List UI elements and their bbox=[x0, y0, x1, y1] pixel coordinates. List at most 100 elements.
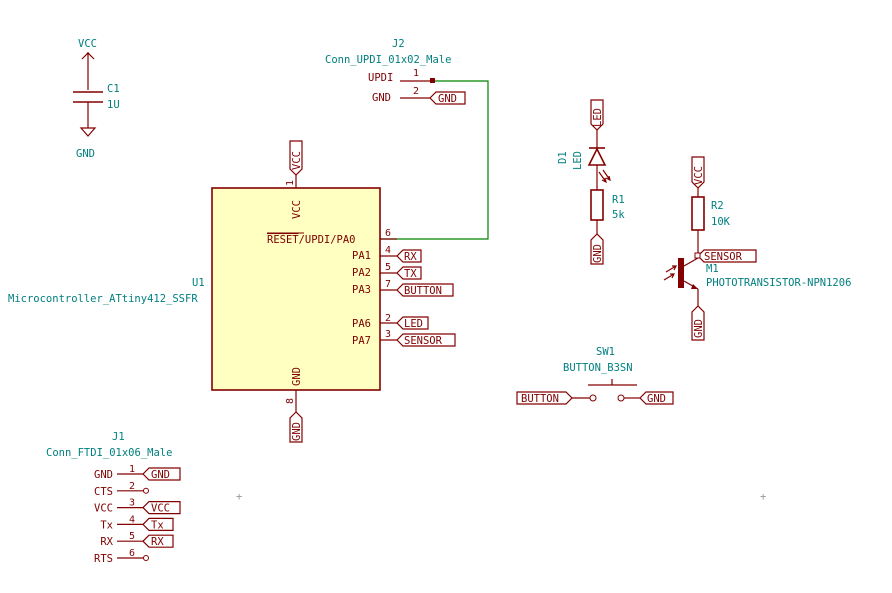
phototransistor-m1: SENSOR M1 PHOTOTRANSISTOR-NPN1206 GND bbox=[663, 249, 851, 341]
m1-base-bar bbox=[678, 258, 684, 288]
u1-pa3-name: PA3 bbox=[352, 284, 371, 296]
j2-value: Conn_UPDI_01x02_Male bbox=[325, 54, 451, 66]
sw1-button-label-flag bbox=[516, 391, 573, 405]
j1-label-flag bbox=[142, 517, 174, 531]
j1-pin-number: 6 bbox=[129, 548, 135, 559]
j2-pin-gnd-name: GND bbox=[372, 92, 391, 104]
vcc-arrow-icon bbox=[81, 52, 95, 90]
u1-pa1-name: PA1 bbox=[352, 250, 371, 262]
resistor-r1: R1 5k GND bbox=[590, 189, 625, 265]
sw1-button-label: BUTTON bbox=[521, 393, 559, 405]
u1-vcc-label-flag bbox=[289, 140, 303, 176]
u1-led-label: LED bbox=[404, 318, 423, 330]
d1-led-label: LED bbox=[592, 108, 604, 127]
j1-value: Conn_FTDI_01x06_Male bbox=[46, 447, 172, 459]
j2-pin2-number: 2 bbox=[413, 86, 419, 97]
gnd-triangle-icon bbox=[79, 127, 97, 137]
u1-gnd-pin-number: 8 bbox=[285, 398, 296, 404]
d1-emission-arrows-icon bbox=[598, 169, 611, 184]
u1-pa3-number: 7 bbox=[385, 279, 391, 290]
j1-pin-number: 1 bbox=[129, 464, 135, 475]
r1-body bbox=[590, 189, 604, 221]
r2-reference: R2 bbox=[711, 200, 724, 212]
j1-pin-number: 4 bbox=[129, 514, 135, 525]
u1-reset-pin-number: 6 bbox=[385, 228, 391, 239]
d1-value: LED bbox=[572, 151, 584, 170]
j1-pin-number: 3 bbox=[129, 498, 135, 509]
j1-label-flag bbox=[142, 534, 174, 548]
sw1-gnd-label-flag bbox=[639, 391, 674, 405]
r2-vcc-label-flag bbox=[691, 156, 705, 189]
j1-net-label: GND bbox=[151, 469, 170, 481]
j1-net-label: VCC bbox=[151, 503, 170, 515]
u1-gnd-label-flag bbox=[289, 411, 303, 443]
led-d1: LED D1 LED bbox=[557, 99, 611, 190]
sw1-value: BUTTON_B3SN bbox=[563, 362, 633, 374]
m1-sensor-label: SENSOR bbox=[704, 251, 743, 263]
c1-reference: C1 bbox=[107, 83, 120, 95]
u1-sensor-label-flag bbox=[396, 333, 456, 347]
c1-gnd-power-label: GND bbox=[76, 148, 95, 160]
u1-body bbox=[211, 187, 381, 391]
j1-pin-name: VCC bbox=[94, 503, 113, 515]
j2-pin1-number: 1 bbox=[413, 68, 419, 79]
m1-reference: M1 bbox=[706, 263, 719, 275]
j2-gnd-label-flag bbox=[429, 91, 466, 105]
j2-gnd-label: GND bbox=[438, 93, 457, 105]
j1-pin-number: 2 bbox=[129, 481, 135, 492]
r1-gnd-label: GND bbox=[592, 244, 604, 263]
r1-gnd-label-flag bbox=[590, 233, 604, 265]
r1-reference: R1 bbox=[612, 194, 625, 206]
u1-pa7-number: 3 bbox=[385, 329, 391, 340]
j1-net-label: Tx bbox=[151, 519, 164, 531]
u1-button-label-flag bbox=[396, 283, 454, 297]
m1-gnd-label-flag bbox=[691, 305, 705, 341]
c1-value: 1U bbox=[107, 99, 120, 111]
j1-reference: J1 bbox=[112, 431, 125, 443]
r2-vcc-label: VCC bbox=[693, 166, 705, 185]
d1-reference: D1 bbox=[557, 151, 569, 164]
u1-tx-label-flag bbox=[396, 266, 422, 280]
d1-led-label-flag bbox=[590, 99, 604, 131]
u1-pa2-name: PA2 bbox=[352, 267, 371, 279]
m1-value: PHOTOTRANSISTOR-NPN1206 bbox=[706, 277, 851, 289]
u1-value: Microcontroller_ATtiny412_SSFR bbox=[8, 293, 198, 305]
microcontroller-u1: U1 Microcontroller_ATtiny412_SSFR VCC 1 … bbox=[8, 140, 456, 443]
j2-pin1-mark bbox=[430, 78, 435, 83]
r1-value: 5k bbox=[612, 209, 625, 221]
u1-sensor-label: SENSOR bbox=[404, 335, 443, 347]
updi-wire bbox=[380, 80, 489, 240]
u1-led-label-flag bbox=[396, 316, 429, 330]
capacitor-c1: VCC C1 1U GND bbox=[73, 38, 120, 160]
u1-vcc-label: VCC bbox=[291, 151, 303, 170]
u1-rx-label: RX bbox=[404, 251, 417, 263]
u1-tx-label: TX bbox=[404, 268, 417, 280]
u1-button-label: BUTTON bbox=[404, 285, 442, 297]
u1-pa7-name: PA7 bbox=[352, 335, 371, 347]
u1-pa2-number: 5 bbox=[385, 262, 391, 273]
j1-label-flag bbox=[142, 467, 181, 481]
u1-vcc-pin-number: 1 bbox=[285, 180, 296, 186]
resistor-r2: VCC R2 10K bbox=[691, 156, 731, 253]
u1-reset-pin-name: RESET/UPDI/PA0 bbox=[267, 234, 356, 246]
j2-reference: J2 bbox=[392, 38, 405, 50]
r2-value: 10K bbox=[711, 216, 731, 228]
j1-pin-name: GND bbox=[94, 469, 113, 481]
c1-vcc-power-label: VCC bbox=[78, 38, 97, 50]
u1-reference: U1 bbox=[192, 277, 205, 289]
j2-pin-updi-name: UPDI bbox=[368, 72, 393, 84]
j1-pin-name: RX bbox=[100, 536, 113, 548]
u1-gnd-pin-name: GND bbox=[291, 367, 303, 386]
connector-j2: J2 Conn_UPDI_01x02_Male UPDI 1 GND 2 GND bbox=[325, 38, 466, 105]
u1-pa1-number: 4 bbox=[385, 245, 391, 256]
grid-marker: + bbox=[760, 491, 766, 503]
m1-light-arrows-icon bbox=[663, 265, 677, 281]
m1-sensor-label-flag bbox=[697, 249, 757, 263]
j1-pin-number: 5 bbox=[129, 531, 135, 542]
j1-label-flag bbox=[142, 501, 181, 515]
j1-no-connect-dot bbox=[143, 487, 149, 494]
j1-pin-name: CTS bbox=[94, 486, 113, 498]
